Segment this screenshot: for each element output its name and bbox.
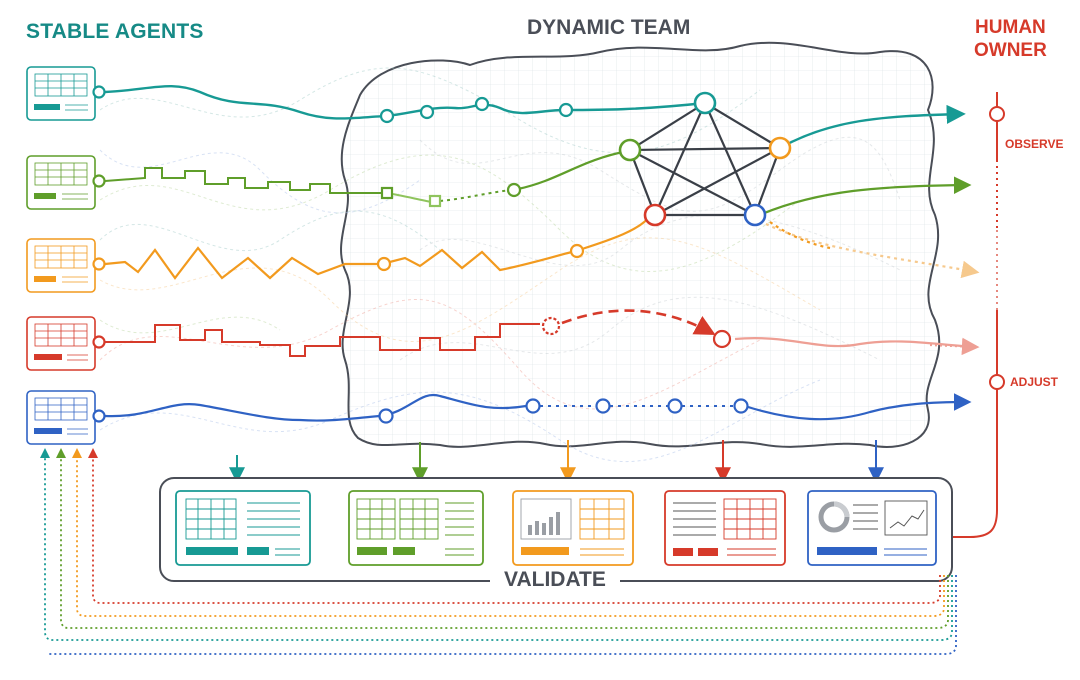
output-card-teal[interactable] [175, 490, 311, 566]
observe-label: OBSERVE [1005, 137, 1064, 151]
human-owner-title: HUMAN OWNER [974, 16, 1047, 62]
path-nodes [92, 85, 792, 424]
output-card-orange[interactable] [512, 490, 634, 566]
agent-card-teal[interactable] [26, 66, 96, 121]
green-agent-path [104, 149, 972, 216]
dynamic-team-cloud [340, 41, 941, 448]
adjust-label: ADJUST [1010, 375, 1059, 389]
agent-card-blue[interactable] [26, 390, 96, 445]
output-card-green[interactable] [348, 490, 484, 566]
stable-agents-title: STABLE AGENTS [26, 20, 204, 43]
human-owner-title-line1: HUMAN [975, 17, 1046, 38]
blue-agent-path [104, 393, 972, 422]
dynamic-team-title: DYNAMIC TEAM [527, 16, 691, 39]
agent-card-red[interactable] [26, 316, 96, 371]
validate-label: VALIDATE [490, 568, 620, 592]
output-card-blue[interactable] [807, 490, 937, 566]
feedback-loops [44, 456, 957, 655]
output-card-red[interactable] [664, 490, 786, 566]
agent-card-green[interactable] [26, 155, 96, 210]
team-network [628, 102, 782, 217]
human-owner-line [952, 92, 1005, 538]
feedback-arrowheads [40, 448, 98, 458]
agent-card-orange[interactable] [26, 238, 96, 293]
human-owner-title-line2: OWNER [974, 40, 1047, 61]
background-faint-paths [99, 67, 901, 462]
red-agent-path [105, 309, 980, 357]
team-to-output-arrows [229, 440, 884, 484]
